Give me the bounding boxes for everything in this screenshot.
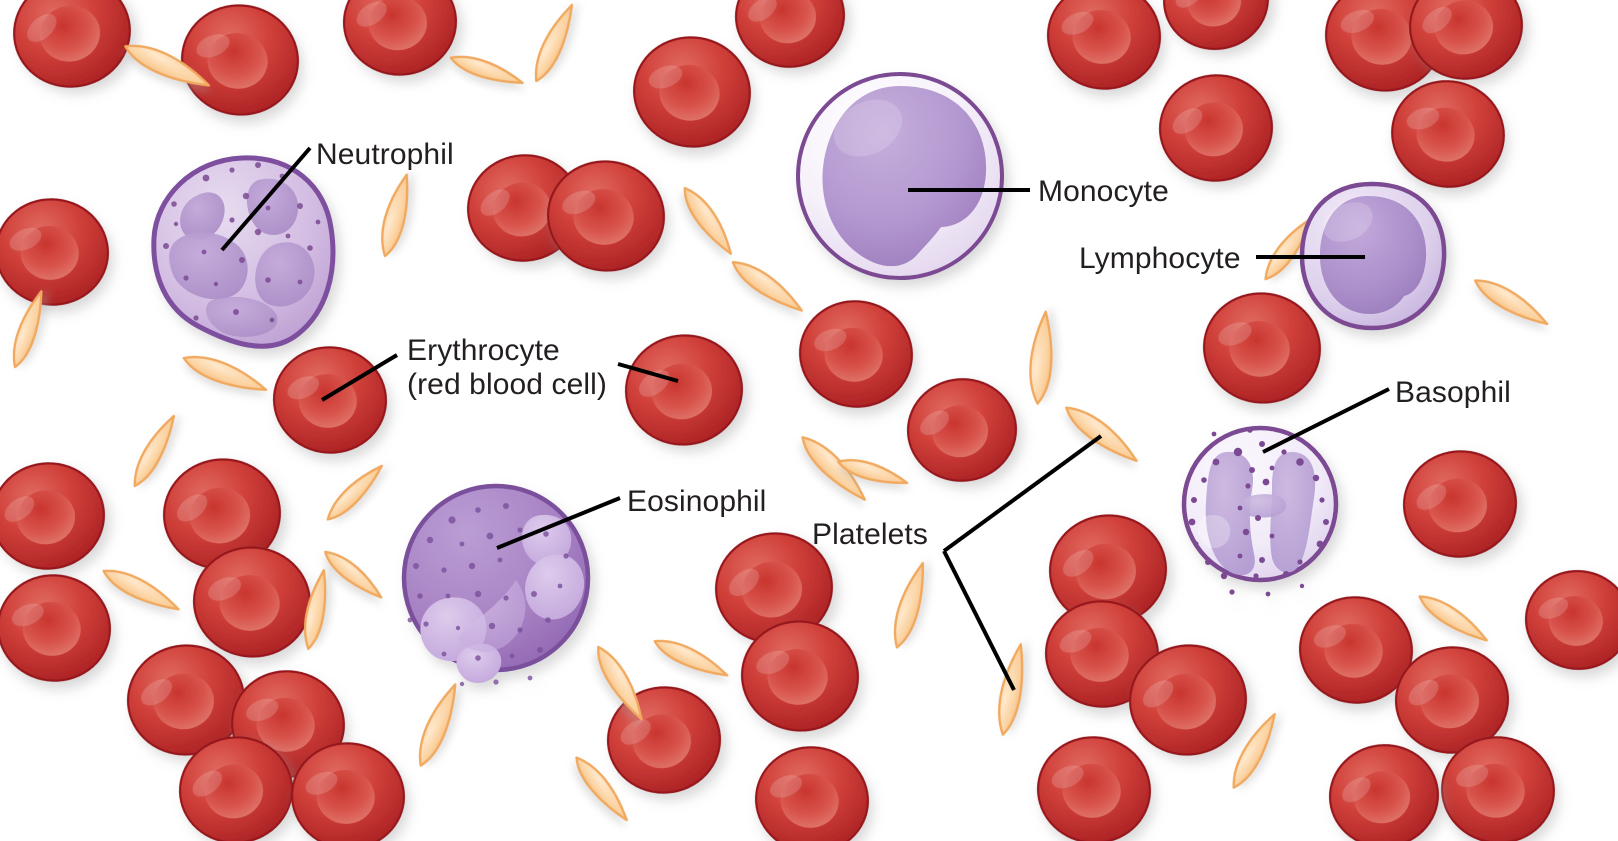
platelet — [102, 569, 180, 611]
platelet — [1029, 310, 1053, 405]
platelet — [324, 550, 383, 599]
erythrocyte — [633, 36, 751, 148]
platelet-layer — [12, 3, 1549, 822]
erythrocyte — [1158, 74, 1274, 182]
platelet — [449, 55, 524, 85]
label-text: Basophil — [1395, 376, 1511, 409]
erythrocyte — [1046, 0, 1162, 90]
monocyte-cell — [796, 72, 1004, 280]
erythrocyte — [126, 644, 246, 756]
platelet — [801, 436, 866, 501]
erythrocyte — [624, 334, 744, 446]
erythrocyte — [1524, 569, 1618, 671]
erythrocyte — [1394, 646, 1510, 754]
platelet — [124, 44, 211, 87]
label-neutrophil: Neutrophil — [316, 139, 454, 171]
label-platelets: Platelets — [812, 519, 928, 551]
platelet — [12, 290, 43, 369]
platelet — [1065, 406, 1138, 463]
label-lymphocyte: Lymphocyte — [1079, 243, 1241, 275]
erythrocyte — [754, 746, 870, 841]
platelet — [418, 683, 457, 767]
platelet — [326, 464, 384, 521]
platelets-leader-lower — [942, 550, 1016, 691]
erythrocyte — [1044, 600, 1160, 708]
erythrocyte — [546, 160, 666, 272]
label-monocyte: Monocyte — [1038, 176, 1169, 208]
platelet — [1418, 595, 1488, 642]
label-text: Eosinophil — [627, 485, 767, 518]
erythrocyte — [272, 346, 388, 454]
erythrocyte — [13, 0, 131, 88]
erythrocyte — [342, 0, 458, 76]
platelet — [836, 458, 909, 485]
label-text: Erythrocyte — [407, 334, 560, 367]
basophil-leader — [1262, 387, 1390, 454]
eosinophil-leader — [496, 496, 621, 550]
platelet — [683, 186, 732, 255]
neutrophil-leader — [220, 146, 312, 252]
lymphocyte-cell — [1299, 181, 1447, 331]
platelet — [303, 569, 327, 651]
erythrocyte — [1128, 644, 1248, 756]
erythrocyte — [290, 742, 406, 841]
erythrocyte — [192, 546, 312, 658]
erythrocyte — [714, 532, 834, 644]
leader-line-layer — [220, 146, 1390, 691]
erythrocyte — [1440, 736, 1556, 841]
label-text: Monocyte — [1038, 175, 1169, 208]
platelet — [381, 173, 409, 258]
erythrocyte — [0, 198, 110, 306]
platelet — [182, 356, 268, 392]
erythrocyte — [1408, 0, 1524, 80]
erythrocyte — [0, 462, 106, 570]
label-text: Neutrophil — [316, 138, 454, 171]
label-subtext: (red blood cell) — [407, 367, 608, 401]
label-text: Platelets — [812, 518, 928, 551]
erythrocyte — [0, 574, 112, 682]
platelets-leader-upper — [942, 434, 1103, 553]
erythrocyte — [180, 4, 300, 116]
platelet — [653, 639, 729, 677]
platelet — [1232, 712, 1276, 789]
erythrocyte — [1391, 80, 1505, 188]
erythrocyte — [798, 300, 914, 408]
label-eosinophil: Eosinophil — [627, 486, 766, 518]
erythrocyte — [162, 458, 282, 570]
label-erythrocyte: Erythrocyte(red blood cell) — [407, 334, 607, 401]
eosinophil-cell — [401, 483, 591, 687]
erythrocyte — [734, 0, 846, 68]
platelet — [534, 3, 574, 83]
platelet — [731, 260, 803, 312]
erythrocyte-leader-right — [617, 362, 679, 383]
erythrocyte — [906, 378, 1018, 482]
erythrocyte — [1402, 450, 1518, 558]
label-basophil: Basophil — [1395, 377, 1511, 409]
erythrocyte — [740, 620, 860, 732]
platelet — [597, 645, 643, 721]
erythrocyte — [1298, 596, 1414, 704]
platelet — [575, 756, 628, 822]
neutrophil-cell — [151, 155, 336, 349]
platelet — [133, 414, 176, 488]
erythrocyte — [1202, 292, 1322, 404]
erythrocyte — [1328, 744, 1440, 841]
erythrocyte — [1036, 736, 1152, 841]
erythrocyte — [178, 736, 294, 841]
erythrocyte-leader-left — [320, 353, 399, 402]
label-text: Lymphocyte — [1079, 242, 1241, 275]
basophil-cell — [1181, 425, 1339, 597]
platelet — [893, 561, 925, 649]
platelet — [998, 643, 1024, 736]
platelet — [1473, 279, 1549, 326]
erythrocyte — [1162, 0, 1270, 51]
